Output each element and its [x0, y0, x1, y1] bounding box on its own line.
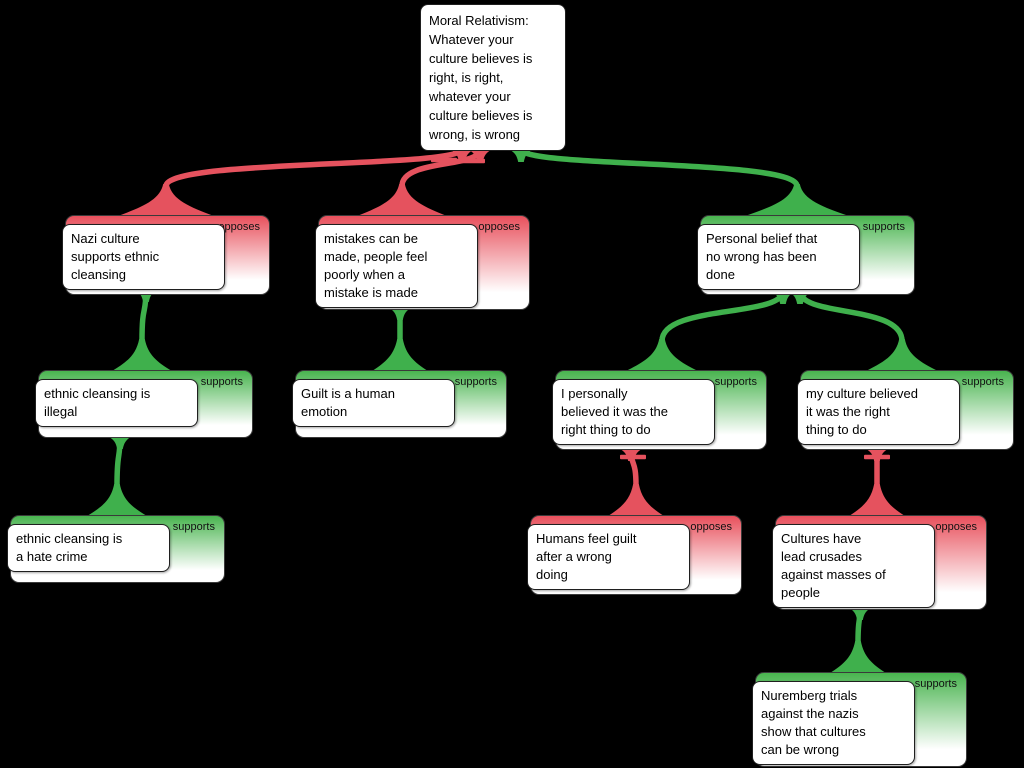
relation-label: opposes: [478, 221, 520, 233]
claim-text[interactable]: ethnic cleansing is illegal: [35, 379, 198, 427]
claim-text[interactable]: I personally believed it was the right t…: [552, 379, 715, 445]
node-culture-believed[interactable]: supports my culture believed it was the …: [797, 370, 1014, 450]
connector-opposes-crusades[interactable]: [849, 445, 905, 516]
connector-opposes-mistakes[interactable]: [357, 146, 493, 216]
connector-supports-cleansing-illegal[interactable]: [112, 286, 172, 371]
claim-text[interactable]: Nazi culture supports ethnic cleansing: [62, 224, 225, 290]
relation-label: opposes: [218, 221, 260, 233]
node-personal-belief[interactable]: supports Personal belief that no wrong h…: [697, 215, 915, 295]
node-nazi-culture[interactable]: opposes Nazi culture supports ethnic cle…: [62, 215, 270, 295]
relation-label: supports: [714, 376, 757, 388]
relation-label: opposes: [690, 521, 732, 533]
claim-text[interactable]: ethnic cleansing is a hate crime: [7, 524, 170, 572]
connector-supports-hate-crime[interactable]: [87, 433, 147, 516]
opposes-crossbar: [864, 454, 890, 460]
opposes-crossbar: [459, 158, 485, 164]
claim-text[interactable]: Humans feel guilt after a wrong doing: [527, 524, 690, 590]
node-personally-believed[interactable]: supports I personally believed it was th…: [552, 370, 767, 450]
connector-supports-culture-believed[interactable]: [787, 288, 938, 371]
connector-supports-personally-believed[interactable]: [626, 288, 796, 371]
claim-text[interactable]: my culture believed it was the right thi…: [797, 379, 960, 445]
connector-supports-guilt-emotion[interactable]: [372, 304, 428, 371]
node-nuremberg[interactable]: supports Nuremberg trials against the na…: [752, 672, 967, 767]
claim-text[interactable]: Moral Relativism: Whatever your culture …: [420, 4, 566, 151]
connector-supports-nuremberg[interactable]: [830, 604, 886, 673]
relation-label: supports: [172, 521, 215, 533]
connector-supports-personal-belief[interactable]: [508, 146, 849, 216]
connector-opposes-humans-guilt[interactable]: [608, 445, 664, 516]
node-root[interactable]: Moral Relativism: Whatever your culture …: [420, 4, 566, 151]
relation-label: supports: [961, 376, 1004, 388]
claim-text[interactable]: Guilt is a human emotion: [292, 379, 455, 427]
relation-label: opposes: [935, 521, 977, 533]
node-mistakes[interactable]: opposes mistakes can be made, people fee…: [315, 215, 530, 310]
relation-label: supports: [454, 376, 497, 388]
node-cleansing-illegal[interactable]: supports ethnic cleansing is illegal: [35, 370, 253, 438]
claim-text[interactable]: Cultures have lead crusades against mass…: [772, 524, 935, 608]
relation-label: supports: [914, 678, 957, 690]
claim-text[interactable]: mistakes can be made, people feel poorly…: [315, 224, 478, 308]
claim-text[interactable]: Nuremberg trials against the nazis show …: [752, 681, 915, 765]
node-humans-guilt[interactable]: opposes Humans feel guilt after a wrong …: [527, 515, 742, 595]
claim-text[interactable]: Personal belief that no wrong has been d…: [697, 224, 860, 290]
opposes-crossbar: [620, 454, 646, 460]
node-hate-crime[interactable]: supports ethnic cleansing is a hate crim…: [7, 515, 225, 583]
relation-label: supports: [862, 221, 905, 233]
relation-label: supports: [200, 376, 243, 388]
node-crusades[interactable]: opposes Cultures have lead crusades agai…: [772, 515, 987, 610]
node-guilt-emotion[interactable]: supports Guilt is a human emotion: [292, 370, 507, 438]
